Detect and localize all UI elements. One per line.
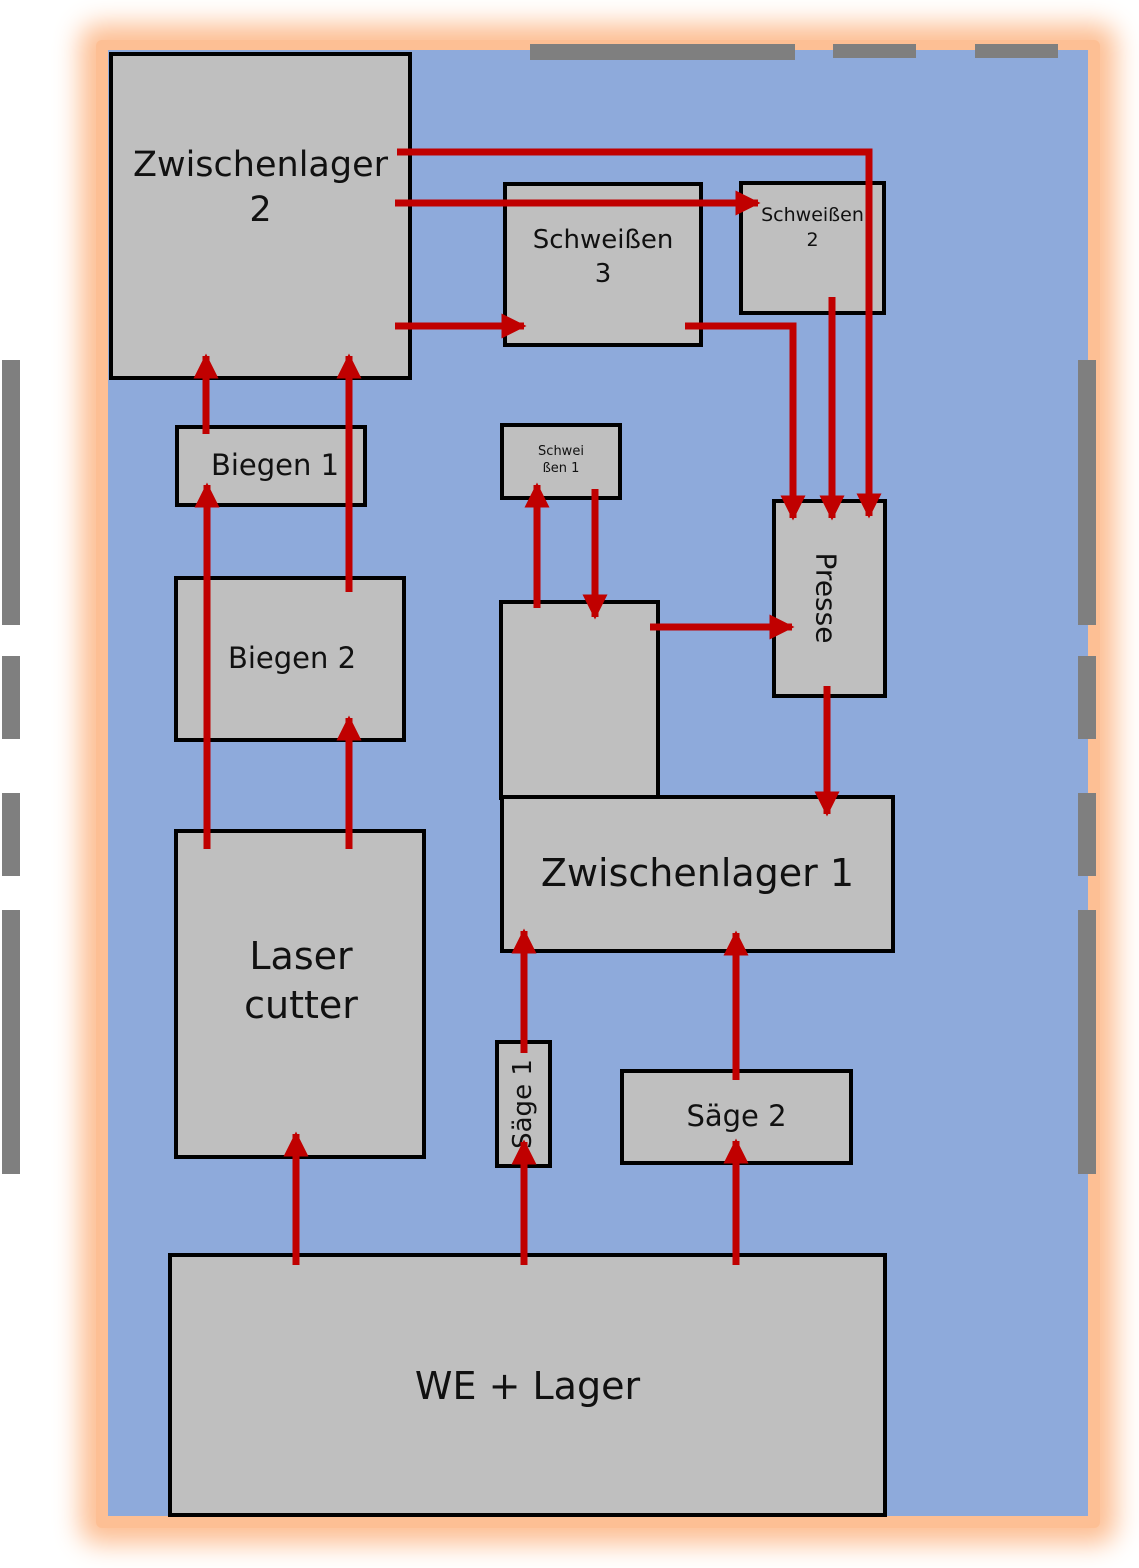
flow-schweissen3-to-presse-arrow bbox=[685, 322, 806, 521]
station-biegen-1: Biegen 1 bbox=[175, 425, 367, 507]
left-wall-door-1 bbox=[2, 360, 20, 625]
station-zwischenlager-1: Zwischenlager 1 bbox=[500, 795, 895, 953]
right-wall-door-2 bbox=[1078, 656, 1096, 739]
right-wall-door-1 bbox=[1078, 360, 1096, 625]
left-wall-door-4 bbox=[2, 910, 20, 1174]
station-zwischenlager-2: Zwischenlager 2 bbox=[109, 52, 412, 380]
top-wall-door-3 bbox=[975, 44, 1058, 58]
station-schweissen-2: Schweißen 2 bbox=[739, 181, 886, 315]
station-schweissen-1: Schwei ßen 1 bbox=[500, 423, 622, 500]
station-we-lager: WE + Lager bbox=[168, 1253, 887, 1517]
station-laser-cutter: Laser cutter bbox=[174, 829, 426, 1159]
flow-zwischenlager2-to-presse-arrow bbox=[397, 148, 882, 519]
left-wall-door-2 bbox=[2, 656, 20, 739]
top-wall-door-1 bbox=[530, 44, 795, 60]
station-biegen-2: Biegen 2 bbox=[174, 576, 406, 742]
right-wall-door-4 bbox=[1078, 910, 1096, 1174]
station-schweissen-3: Schweißen 3 bbox=[503, 182, 703, 347]
right-wall-door-3 bbox=[1078, 793, 1096, 876]
left-wall-door-3 bbox=[2, 793, 20, 876]
top-wall-door-2 bbox=[833, 44, 916, 58]
